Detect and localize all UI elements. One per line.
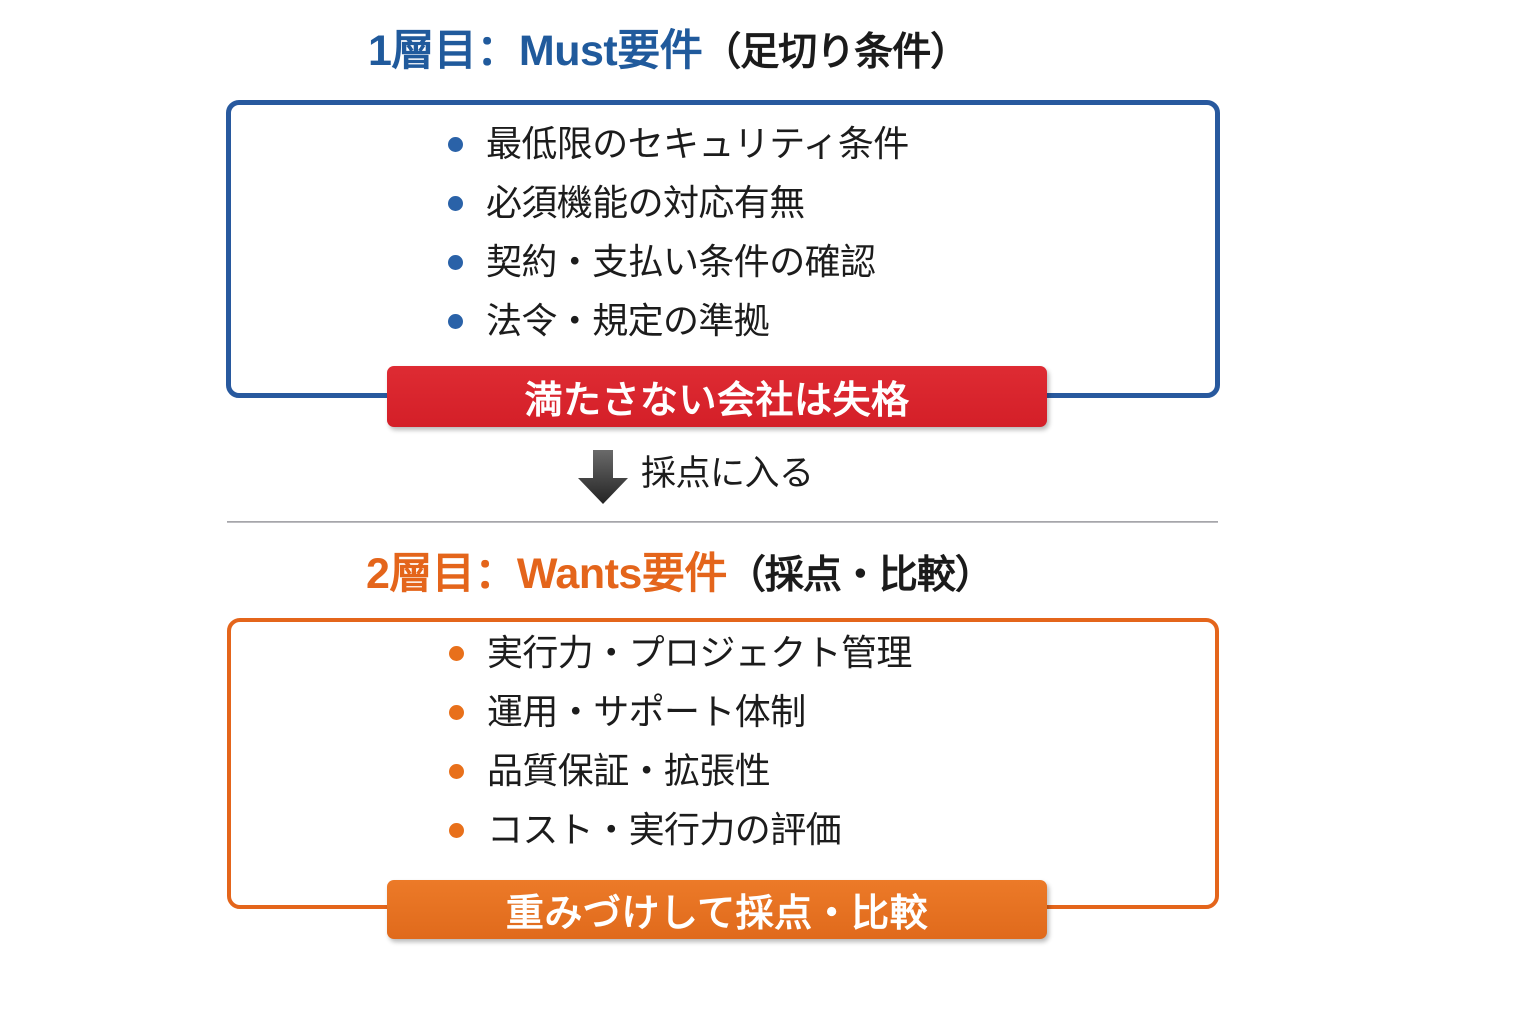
list-item: 最低限のセキュリティ条件 [448, 126, 909, 162]
tier2-bullet-list: 実行力・プロジェクト管理 運用・サポート体制 品質保証・拡張性 コスト・実行力の… [449, 635, 912, 871]
bullet-dot-icon [448, 314, 463, 329]
bullet-dot-icon [449, 646, 464, 661]
bullet-dot-icon [448, 196, 463, 211]
list-item-label: 実行力・プロジェクト管理 [487, 632, 912, 673]
bullet-dot-icon [448, 137, 463, 152]
list-item-label: 品質保証・拡張性 [487, 750, 771, 791]
tier1-heading: 1層目：Must要件（足切り条件） [368, 27, 969, 75]
section-divider [227, 521, 1218, 523]
list-item: 契約・支払い条件の確認 [448, 244, 909, 280]
list-item-label: 契約・支払い条件の確認 [486, 241, 876, 282]
list-item-label: コスト・実行力の評価 [487, 809, 842, 850]
list-item: 法令・規定の準拠 [448, 303, 909, 339]
tier2-heading-accent: 2層目：Wants要件 [366, 550, 727, 598]
list-item: 運用・サポート体制 [449, 694, 912, 730]
list-item-label: 運用・サポート体制 [487, 691, 806, 732]
list-item-label: 最低限のセキュリティ条件 [486, 123, 909, 164]
list-item-label: 法令・規定の準拠 [486, 300, 770, 341]
tier2-banner-label: 重みづけして採点・比較 [505, 893, 929, 935]
list-item: 必須機能の対応有無 [448, 185, 909, 221]
list-item-label: 必須機能の対応有無 [486, 182, 805, 223]
tier2-heading: 2層目：Wants要件（採点・比較） [366, 550, 994, 598]
bullet-dot-icon [448, 255, 463, 270]
tier1-heading-accent: 1層目：Must要件 [368, 27, 703, 75]
list-item: 実行力・プロジェクト管理 [449, 635, 912, 671]
tier2-heading-paren: （採点・比較） [726, 554, 994, 597]
list-item: 品質保証・拡張性 [449, 753, 912, 789]
arrow-down-icon [575, 449, 631, 505]
tier1-bullet-list: 最低限のセキュリティ条件 必須機能の対応有無 契約・支払い条件の確認 法令・規定… [448, 126, 909, 362]
tier1-panel [226, 100, 1220, 398]
tier2-banner: 重みづけして採点・比較 [387, 880, 1047, 939]
flow-label: 採点に入る [641, 454, 814, 493]
bullet-dot-icon [449, 705, 464, 720]
bullet-dot-icon [449, 823, 464, 838]
tier1-banner-label: 満たさない会社は失格 [524, 380, 910, 422]
tier1-banner: 満たさない会社は失格 [387, 366, 1047, 427]
bullet-dot-icon [449, 764, 464, 779]
tier1-heading-paren: （足切り条件） [702, 31, 969, 74]
list-item: コスト・実行力の評価 [449, 812, 912, 848]
tier2-panel [227, 618, 1219, 909]
